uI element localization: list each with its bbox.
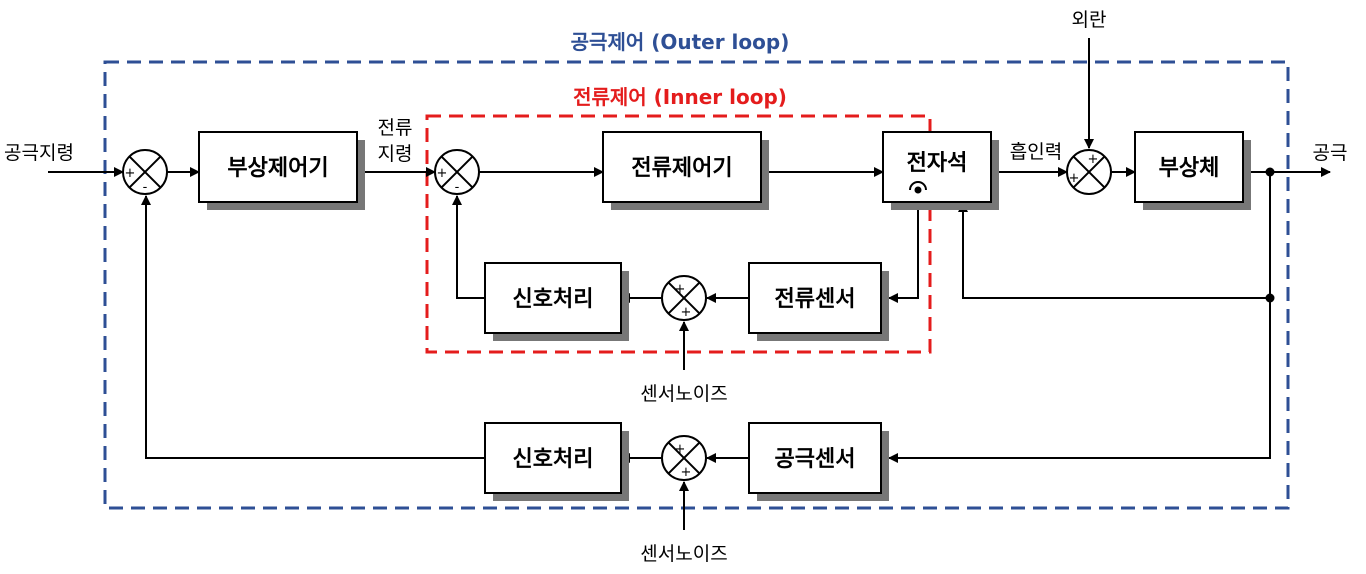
sum4-plus-sign-right: + [675, 282, 686, 297]
disturbance-label: 외란 [1072, 9, 1107, 31]
gap-signal-processing-block: 신호처리 [484, 422, 629, 501]
inner-feedback-wire [452, 195, 485, 299]
gap-error-summing-junction: + - [122, 149, 168, 195]
inner-sensor-noise-label: 센서노이즈 [640, 383, 727, 405]
electromagnet-block: 전자석 [882, 131, 999, 210]
sum5-plus-sign-right: + [675, 442, 686, 457]
levitation-controller-block: 부상제어기 [198, 131, 365, 210]
current-measurement-wire [888, 188, 919, 303]
current-signal-processing-label: 신호처리 [513, 287, 594, 312]
current-signal-processing-block: 신호처리 [484, 262, 629, 341]
current-noise-summing-junction: + + [661, 275, 707, 321]
levitation-controller-label: 부상제어기 [227, 156, 328, 181]
output-junction-dot [1265, 167, 1275, 177]
sum1-plus-sign: + [125, 166, 136, 181]
current-probe-icon [909, 181, 927, 191]
current-command-label-line2: 지령 [378, 143, 413, 165]
current-controller-block: 전류제어기 [602, 131, 769, 210]
sum2-plus-sign: + [437, 166, 448, 181]
current-probe-dot [914, 186, 922, 194]
outer-loop-title: 공극제어 (Outer loop) [571, 30, 790, 54]
sum1-minus-sign: - [143, 180, 148, 195]
gap-command-label: 공극지령 [4, 142, 74, 164]
outer-sensor-noise-label: 센서노이즈 [640, 543, 727, 565]
levitated-body-block: 부상체 [1134, 131, 1251, 210]
inner-loop-boundary [425, 114, 932, 354]
sum5-plus-sign-bottom: + [681, 465, 692, 480]
sum4-plus-sign-bottom: + [681, 305, 692, 320]
gap-to-electromagnet-wire [958, 172, 1271, 299]
sum3-plus-sign-top: + [1088, 152, 1099, 167]
disturbance-summing-junction: + + [1066, 149, 1112, 195]
electromagnet-label: 전자석 [907, 151, 968, 176]
current-command-label-line1: 전류 [378, 117, 413, 139]
feedback-junction-dot [1265, 293, 1275, 303]
gap-sensor-block: 공극센서 [748, 422, 889, 501]
attraction-force-label: 흡인력 [1010, 141, 1062, 163]
sum3-plus-sign-left: + [1069, 171, 1080, 186]
outer-feedback-wire [141, 195, 485, 459]
gap-measurement-wire [888, 298, 1271, 463]
current-sensor-label: 전류센서 [775, 287, 856, 312]
levitated-body-label: 부상체 [1159, 156, 1220, 181]
signal-wires [48, 38, 1331, 530]
current-error-summing-junction: + - [434, 149, 480, 195]
gap-noise-summing-junction: + + [661, 435, 707, 481]
inner-loop-title: 전류제어 (Inner loop) [573, 85, 787, 109]
current-controller-label: 전류제어기 [631, 156, 732, 181]
gap-output-label: 공극 [1313, 142, 1348, 164]
gap-signal-processing-label: 신호처리 [513, 447, 594, 472]
current-sensor-block: 전류센서 [748, 262, 889, 341]
sum2-minus-sign: - [455, 180, 460, 195]
gap-sensor-label: 공극센서 [775, 447, 856, 472]
